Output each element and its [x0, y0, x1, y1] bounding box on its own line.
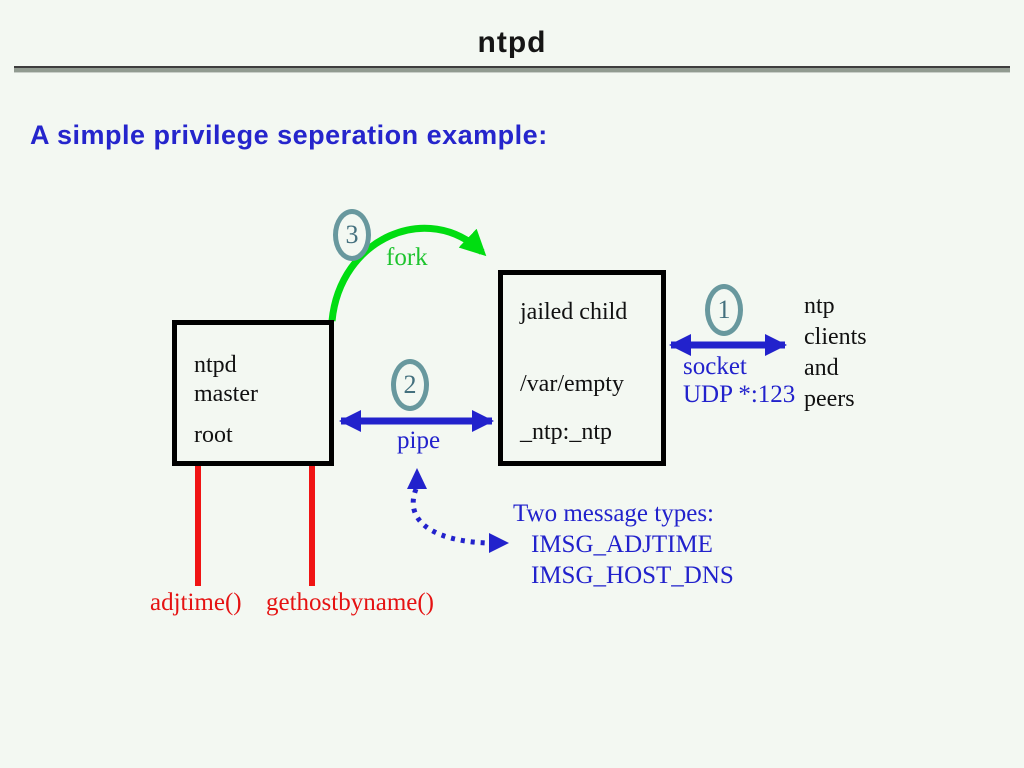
child-box-line: _ntp:_ntp — [520, 419, 613, 445]
step-badge-2: 2 — [391, 359, 429, 411]
socket-label: socket — [683, 353, 747, 380]
master-box-line: root — [194, 422, 233, 448]
message-types-dotted-arrow — [410, 488, 487, 546]
step-badge-1: 1 — [705, 284, 743, 336]
adjtime-stem-line — [195, 466, 201, 586]
title-divider — [14, 66, 1010, 73]
child-box-line: jailed child — [520, 299, 628, 325]
ntp-clients-line: clients — [804, 324, 867, 350]
pipe-label: pipe — [397, 427, 441, 454]
gethostbyname-label: gethostbyname() — [266, 589, 435, 616]
step-number: 3 — [345, 220, 359, 249]
udp-port-label: UDP *:123 — [683, 381, 796, 408]
message-types-heading: Two message types: — [513, 500, 714, 527]
step-number: 1 — [717, 295, 731, 324]
ntpd-master-box: ntpd master root — [172, 320, 334, 466]
master-box-line: master — [194, 381, 258, 407]
step-badge-3: 3 — [333, 209, 371, 261]
imsg-host-dns-label: IMSG_HOST_DNS — [531, 562, 734, 589]
ntp-clients-line: ntp — [804, 293, 835, 319]
child-box-line: /var/empty — [520, 371, 624, 397]
ntp-clients-line: peers — [804, 386, 855, 412]
ntp-clients-line: and — [804, 355, 839, 381]
master-box-line: ntpd — [194, 352, 237, 378]
slide-subtitle: A simple privilege seperation example: — [30, 120, 548, 150]
ntp-clients-text: ntp clients and peers — [804, 291, 867, 415]
adjtime-label: adjtime() — [150, 589, 242, 616]
imsg-adjtime-label: IMSG_ADJTIME — [531, 531, 713, 558]
fork-label: fork — [386, 244, 428, 271]
jailed-child-box: jailed child /var/empty _ntp:_ntp — [498, 270, 666, 466]
gethostbyname-stem-line — [309, 466, 315, 586]
dotted-arrowhead-up — [407, 468, 427, 489]
step-number: 2 — [403, 370, 417, 399]
page-title: ntpd — [477, 26, 547, 59]
dotted-arrowhead-right — [489, 533, 509, 553]
